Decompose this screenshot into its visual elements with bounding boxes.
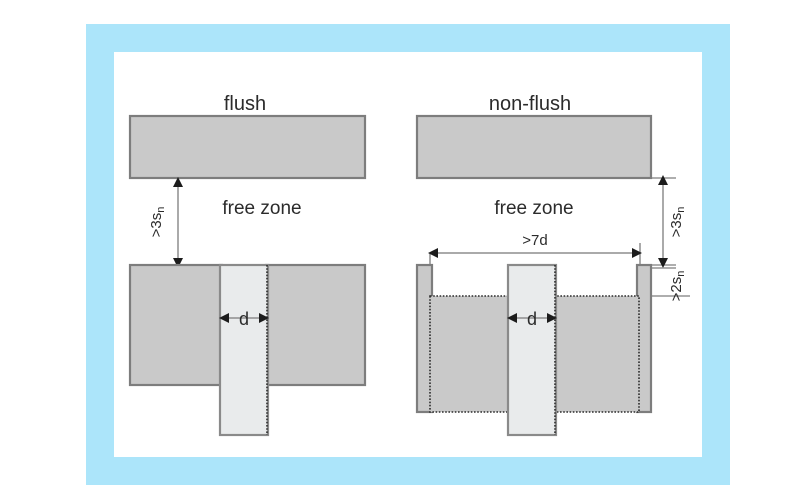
flush-diameter-label: d — [239, 309, 249, 329]
flush-axial-clearance-dimension: >3sn — [148, 177, 183, 268]
non-flush-title: non-flush — [489, 93, 571, 115]
non-flush-recess-width-dimension: >7d — [428, 232, 642, 268]
non-flush-mount-block-left-body — [429, 295, 511, 413]
flush-axial-clearance-label: >3sn — [148, 207, 167, 238]
non-flush-mount-block-right-rim — [635, 263, 653, 414]
non-flush-free-zone-label: free zone — [494, 198, 573, 219]
non-flush-axial-clearance-label: >3sn — [668, 207, 687, 238]
non-flush-radial-clearance-label: >2sn — [668, 271, 687, 302]
non-flush-recess-width-label: >7d — [522, 232, 547, 249]
flush-sensor-rod — [218, 263, 270, 437]
non-flush-upper-block — [415, 114, 653, 180]
non-flush-sensor-rod — [506, 263, 558, 437]
non-flush-diagram-group: non-flush free zone >7d >3sn — [415, 93, 690, 437]
flush-diameter-dimension: d — [219, 309, 269, 329]
non-flush-mount-block-right-body — [553, 295, 640, 413]
flush-title: flush — [224, 93, 266, 115]
flush-free-zone-label: free zone — [222, 198, 301, 219]
flush-upper-block — [128, 114, 367, 180]
non-flush-diameter-label: d — [527, 309, 537, 329]
non-flush-axial-clearance-dimension: >3sn — [648, 175, 687, 268]
non-flush-radial-clearance-dimension: >2sn — [648, 267, 690, 302]
flush-mount-block-right — [264, 263, 367, 387]
flush-diagram-group: flush free zone >3sn — [128, 93, 367, 437]
flush-mount-block-left — [128, 263, 224, 387]
non-flush-diameter-dimension: d — [507, 309, 557, 329]
